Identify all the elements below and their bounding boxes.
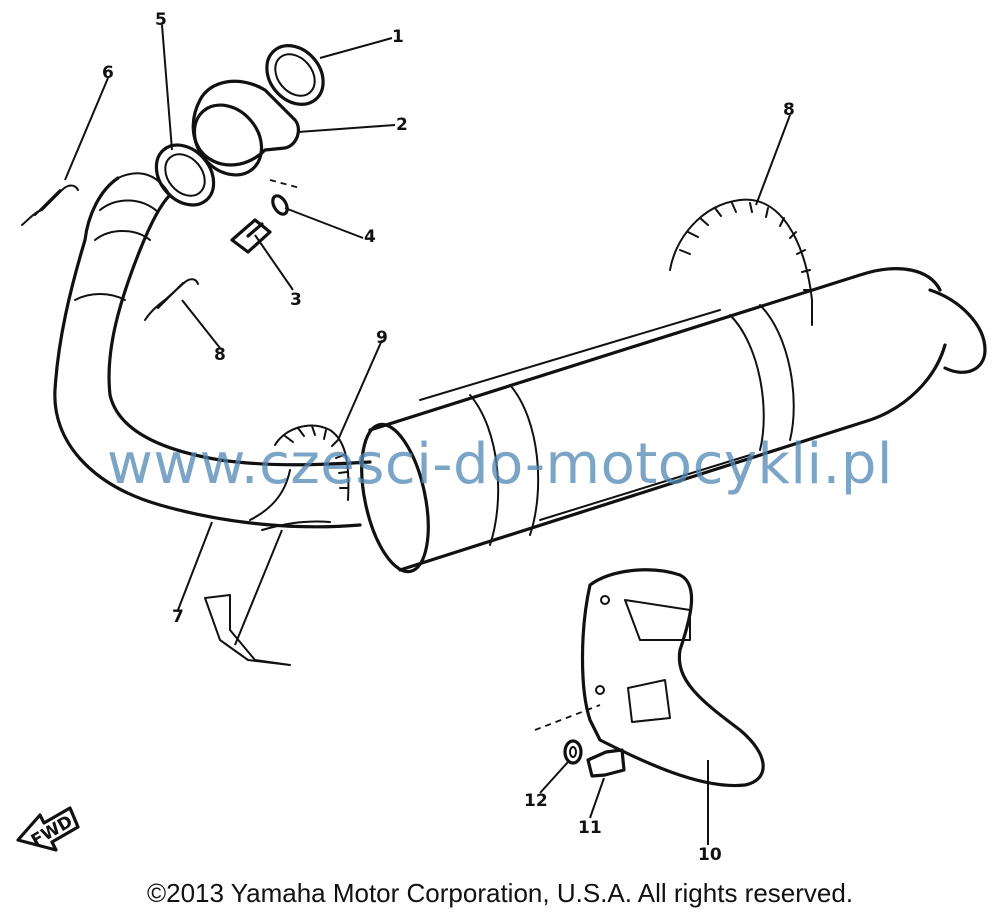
washer-4 [269, 179, 301, 216]
callout-3: 3 [290, 290, 302, 310]
bolt-3 [230, 218, 272, 254]
callout-2: 2 [396, 115, 408, 135]
bolt-11 [586, 748, 626, 778]
spring-8-left [144, 278, 199, 321]
callout-4: 4 [364, 227, 376, 247]
copyright-notice: ©2013 Yamaha Motor Corporation, U.S.A. A… [146, 878, 854, 908]
fwd-arrow-icon: FWD [16, 806, 80, 852]
gasket-5 [154, 143, 216, 207]
callout-5: 5 [155, 10, 167, 30]
callout-10: 10 [698, 845, 722, 865]
callout-11: 11 [578, 818, 602, 838]
mount-bracket [204, 594, 291, 666]
exhaust-pipe [53, 172, 372, 531]
callout-6: 6 [102, 63, 114, 83]
washer-12 [563, 739, 583, 765]
callout-8-right: 8 [783, 100, 795, 120]
gasket-1 [265, 44, 325, 106]
callout-9: 9 [376, 328, 388, 348]
spring-9 [274, 424, 350, 501]
spring-8-right [669, 198, 813, 326]
spring-6 [21, 184, 79, 226]
callout-1: 1 [392, 27, 404, 47]
callout-8-left: 8 [214, 345, 226, 365]
leader-lines [64, 24, 791, 845]
dashed-guide [534, 704, 601, 731]
callout-12: 12 [524, 791, 548, 811]
muffler [360, 267, 987, 574]
bracket-10 [580, 568, 765, 788]
callout-7: 7 [172, 607, 184, 627]
